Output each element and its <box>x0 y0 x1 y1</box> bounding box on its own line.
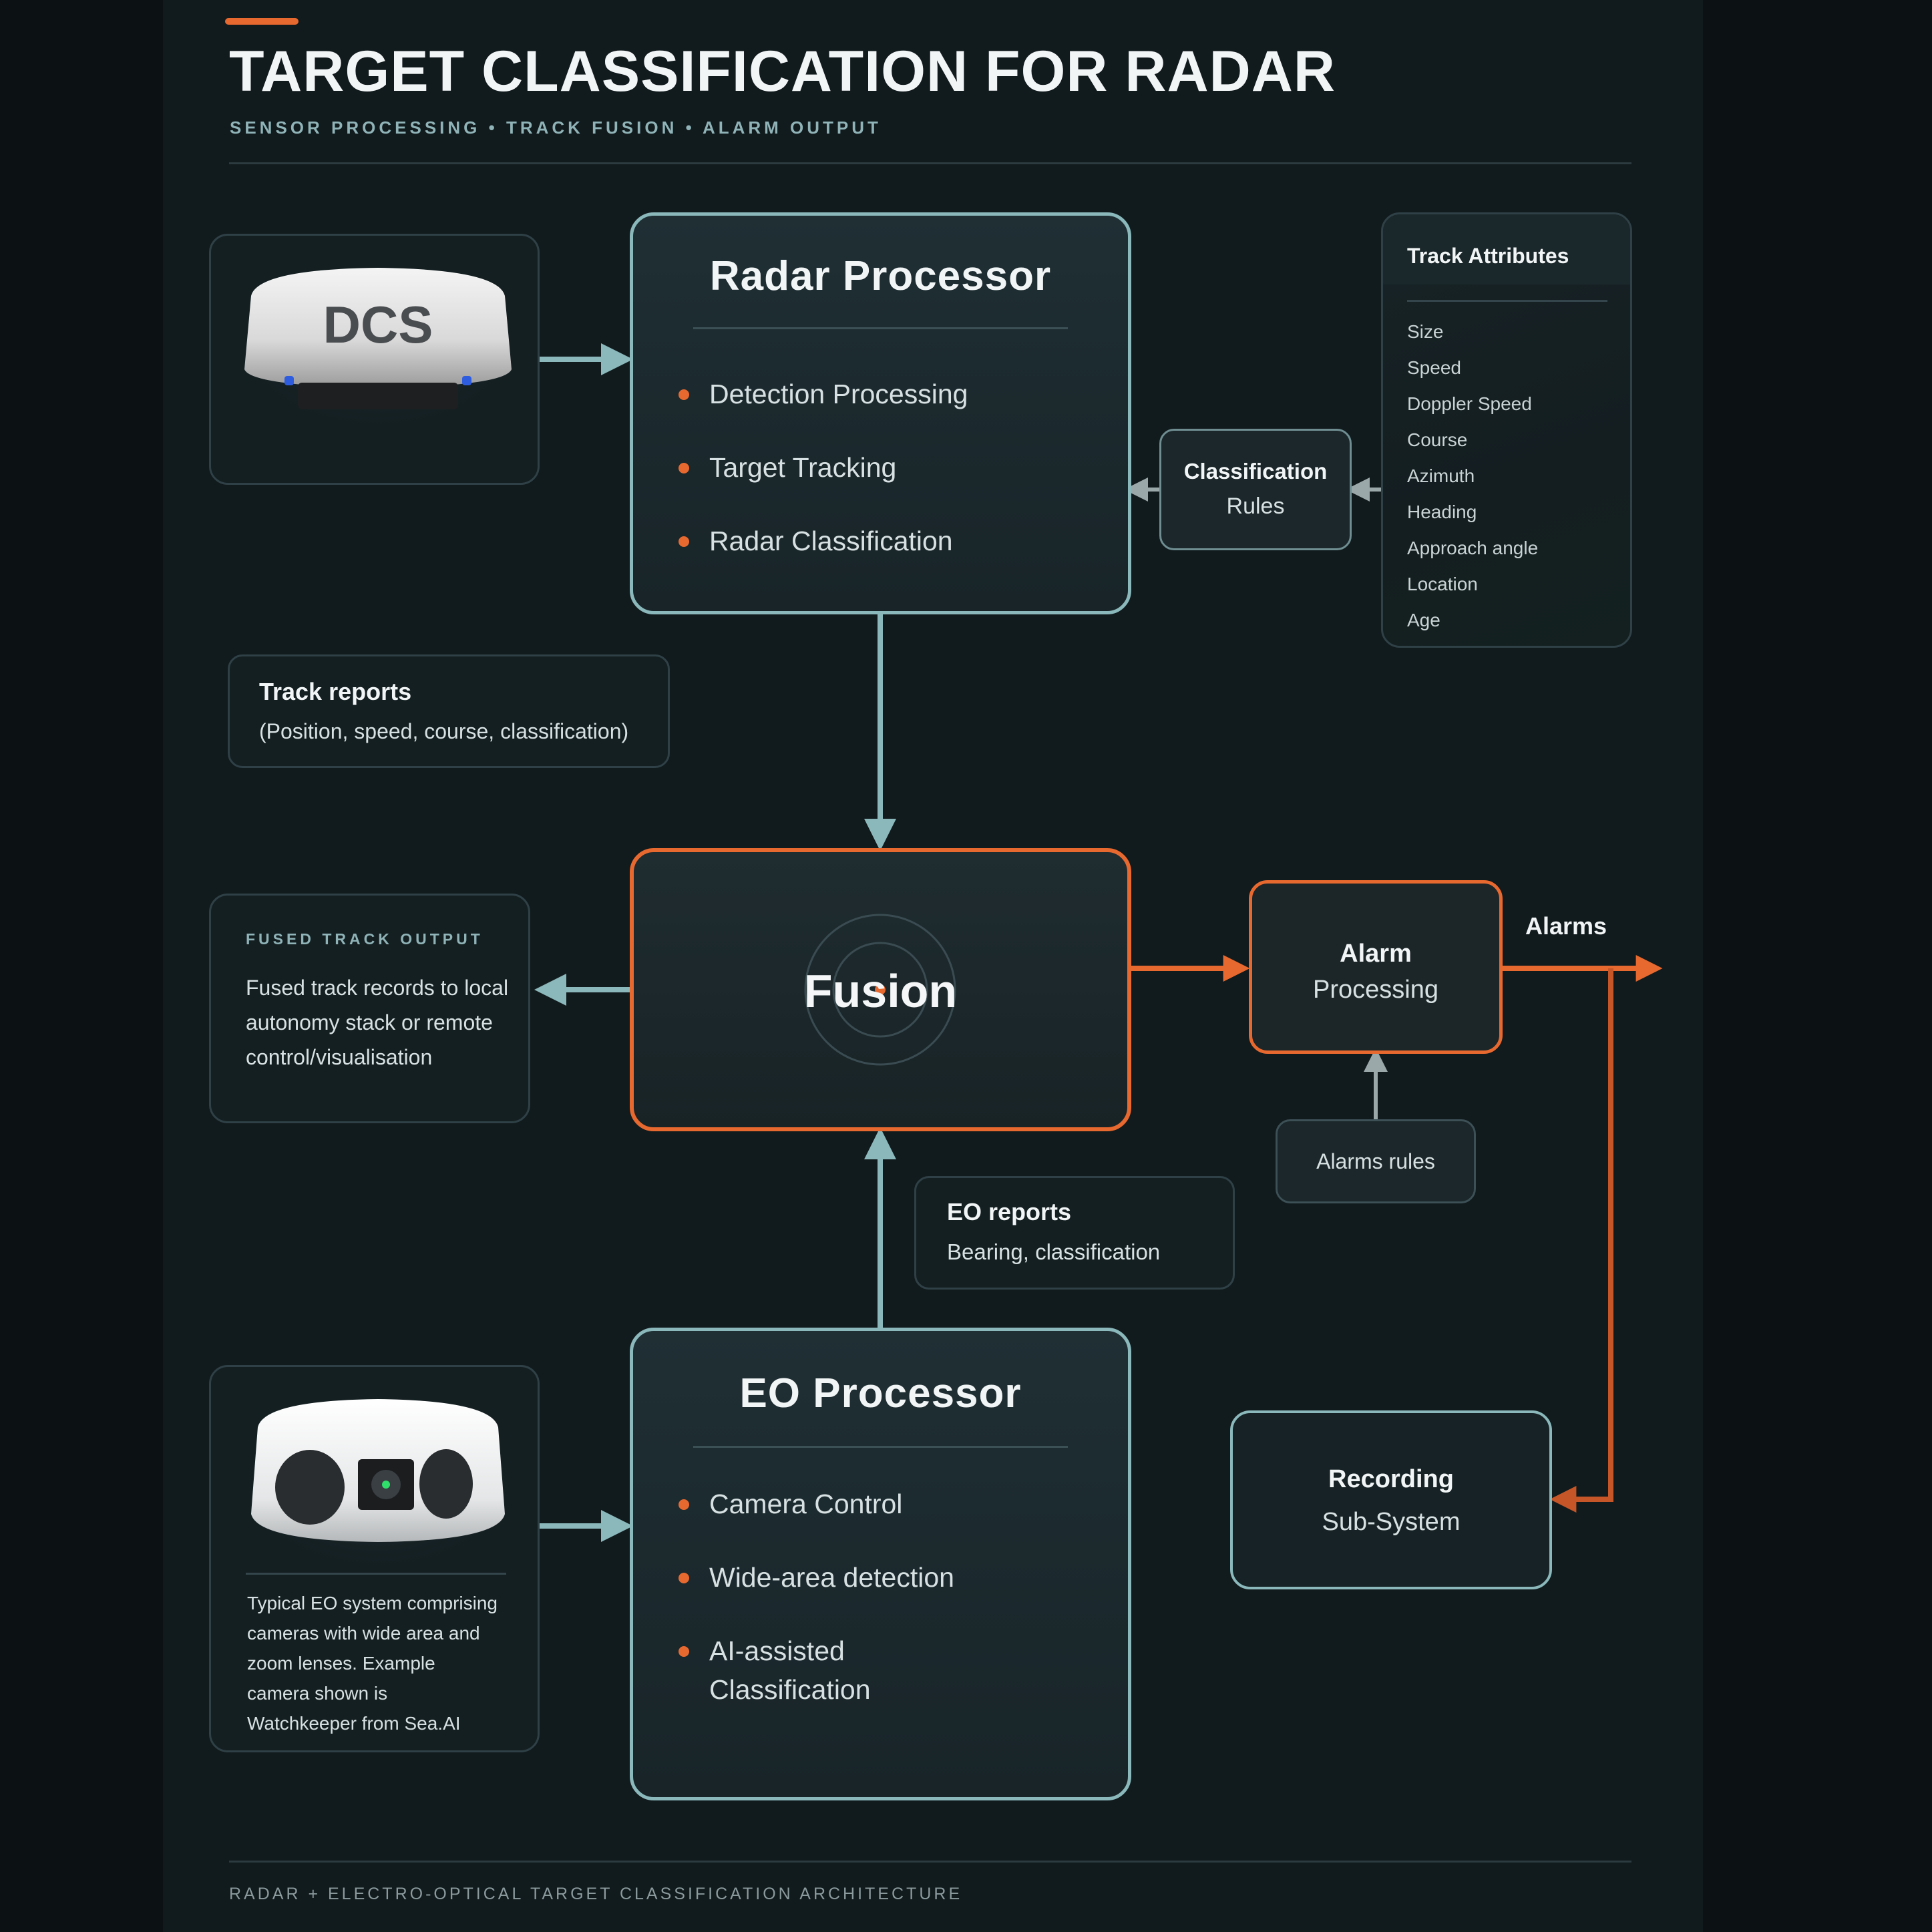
radar-processor-title: Radar Processor <box>709 253 1052 299</box>
eo-camera-illustration <box>234 1387 522 1574</box>
radar-device-card: DCS <box>209 234 540 485</box>
attr-approach-angle: Approach angle <box>1407 538 1539 558</box>
arrow-alarms-to-recording <box>1549 968 1613 1513</box>
alarm-processing-subtitle: Processing <box>1313 976 1438 1004</box>
alarm-processing-title: Alarm <box>1340 940 1412 968</box>
radar-item-tracking: Target Tracking <box>678 448 896 487</box>
track-attributes-header <box>1383 214 1630 284</box>
attr-speed: Speed <box>1407 357 1461 378</box>
eo-reports-box: EO reports Bearing, classification <box>914 1176 1235 1290</box>
eo-caption-line2: cameras with wide area and <box>247 1623 480 1644</box>
attr-age: Age <box>1407 610 1440 630</box>
radar-item-classification: Radar Classification <box>679 522 953 560</box>
footer-divider <box>229 1861 1631 1863</box>
fusion-box: Fusion <box>630 848 1131 1131</box>
eo-caption-line4: camera shown is <box>247 1683 388 1704</box>
eo-caption-divider <box>246 1573 506 1575</box>
eo-item-camera-control: Camera Control <box>678 1485 902 1523</box>
fused-output-label: FUSED TRACK OUTPUT <box>246 930 484 948</box>
fused-output-line2: autonomy stack or remote <box>246 1010 493 1034</box>
attr-size: Size <box>1407 321 1444 342</box>
header-accent-bar <box>225 18 299 25</box>
track-attributes-title: Track Attributes <box>1407 244 1569 268</box>
eo-caption-line5: Watchkeeper from Sea.AI <box>247 1713 461 1734</box>
radar-item-detection: Detection Processing <box>678 375 968 413</box>
attr-location: Location <box>1407 574 1478 594</box>
recording-box: Recording Sub-System <box>1230 1410 1552 1589</box>
fused-output-line3: control/visualisation <box>246 1045 433 1069</box>
eo-reports-title: EO reports <box>947 1198 1072 1225</box>
radar-dome-logo: DCS <box>323 295 433 354</box>
fusion-title: Fusion <box>803 965 958 1017</box>
alarm-processing-box: Alarm Processing <box>1249 880 1503 1054</box>
eo-processor-box: EO Processor Camera Control Wide-area de… <box>630 1328 1131 1800</box>
attr-azimuth: Azimuth <box>1407 465 1475 486</box>
recording-subtitle: Sub-System <box>1322 1508 1461 1536</box>
eo-caption-line3: zoom lenses. Example <box>247 1653 435 1674</box>
attr-doppler-speed: Doppler Speed <box>1407 393 1532 414</box>
eo-caption-line1: Typical EO system comprising <box>247 1593 498 1613</box>
classification-rules-subtitle: Rules <box>1226 494 1285 519</box>
alarms-rules-label: Alarms rules <box>1316 1149 1435 1173</box>
attr-course: Course <box>1407 429 1468 450</box>
eo-processor-title: EO Processor <box>739 1370 1022 1416</box>
track-reports-detail: (Position, speed, course, classification… <box>259 719 629 743</box>
classification-rules-title: Classification <box>1183 459 1328 484</box>
page-title: TARGET CLASSIFICATION FOR RADAR <box>229 39 1336 104</box>
fusion-target-rings <box>804 914 956 1066</box>
radar-processor-box: Radar Processor Detection Processing Tar… <box>630 212 1131 614</box>
recording-title: Recording <box>1328 1465 1454 1493</box>
eo-device-card: Typical EO system comprising cameras wit… <box>209 1365 540 1752</box>
fused-output-panel: FUSED TRACK OUTPUT Fused track records t… <box>209 894 530 1123</box>
track-attributes-divider <box>1407 300 1607 302</box>
eo-processor-divider <box>693 1446 1068 1448</box>
header-divider <box>229 162 1631 164</box>
classification-rules-box: Classification Rules <box>1159 429 1352 550</box>
track-reports-box: Track reports (Position, speed, course, … <box>228 654 670 768</box>
eo-item-classification: Classification <box>709 1674 871 1705</box>
track-reports-title: Track reports <box>259 678 412 705</box>
eo-item-wide-area: Wide-area detection <box>679 1558 954 1597</box>
alarms-output-label: Alarms <box>1525 912 1607 940</box>
attr-heading: Heading <box>1407 502 1477 522</box>
alarms-rules-box: Alarms rules <box>1276 1119 1476 1203</box>
fused-output-line1: Fused track records to local <box>246 976 509 1000</box>
eo-item-ai-assisted: AI-assisted <box>679 1631 845 1670</box>
page-subtitle: SENSOR PROCESSING • TRACK FUSION • ALARM… <box>230 118 882 138</box>
track-attributes-panel: Track Attributes Size Speed Doppler Spee… <box>1381 212 1632 648</box>
radar-processor-divider <box>693 327 1068 329</box>
eo-reports-detail: Bearing, classification <box>947 1239 1161 1264</box>
footer-caption: RADAR + ELECTRO-OPTICAL TARGET CLASSIFIC… <box>229 1885 963 1903</box>
radar-dome-illustration: DCS <box>234 259 522 433</box>
